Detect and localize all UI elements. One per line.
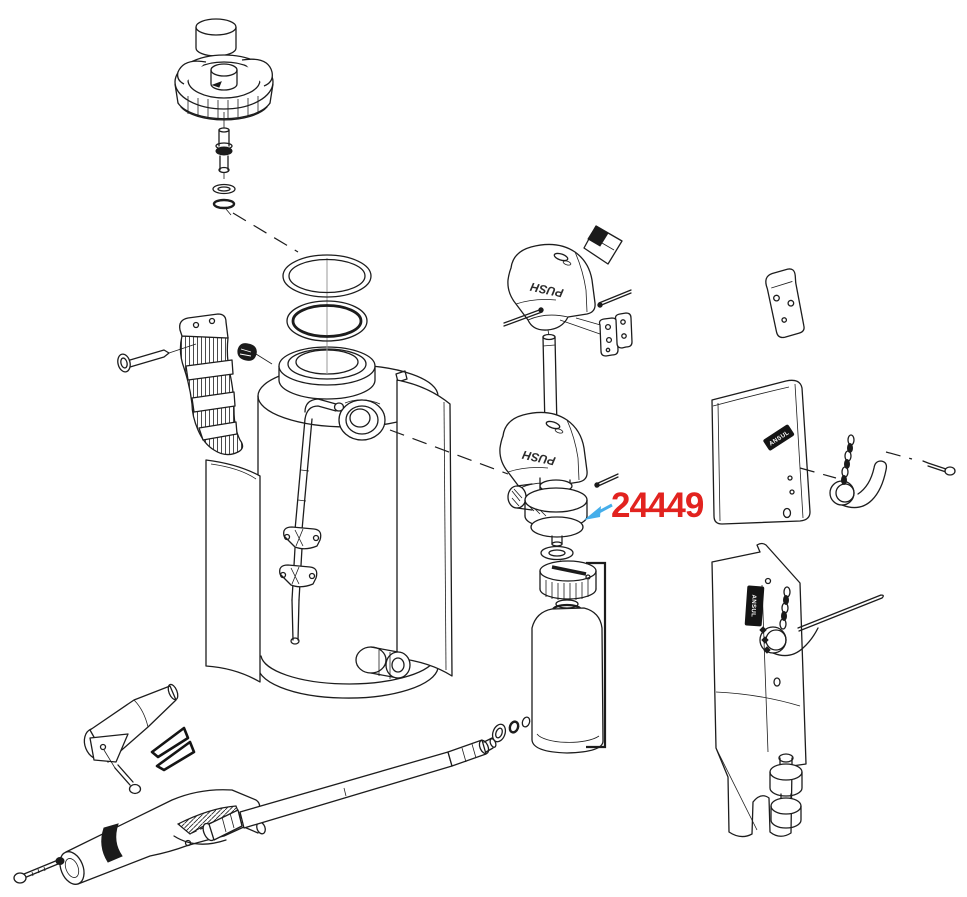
pump-cylinder <box>531 599 604 754</box>
handle-pin-right <box>597 289 632 308</box>
lid-gaskets <box>282 254 372 374</box>
push-label-upper: PUSH <box>529 280 565 301</box>
brand-band-upper <box>763 424 795 451</box>
lower-bracket-panel: ANSUL <box>711 542 807 838</box>
wrap-panel-left <box>205 459 261 683</box>
mounting-screw-right <box>922 460 956 476</box>
tank-side-port <box>338 399 386 441</box>
brand-band-lower <box>744 585 765 627</box>
nozzle <box>83 683 179 763</box>
alignment-dash-cap <box>232 212 299 253</box>
tank-outlet-fitting <box>355 646 411 679</box>
push-label-lower: PUSH <box>521 448 557 469</box>
alignment-dash-port <box>389 429 509 475</box>
wedge-clip <box>583 225 623 265</box>
wand-seals <box>491 716 531 743</box>
part-callout: 24449 <box>584 486 705 525</box>
tube-clamp-lower <box>279 564 318 588</box>
cap-plug <box>195 18 237 57</box>
pump-handle-upper: PUSH <box>507 243 596 331</box>
alignment-dash-hook <box>799 451 913 479</box>
handle-band <box>101 823 123 863</box>
trigger-handle <box>59 789 266 885</box>
brand-label-lower: ANSUL <box>750 594 757 617</box>
spray-wand <box>202 737 497 842</box>
roller-clamp <box>769 753 803 829</box>
callout-arrow-icon <box>584 506 601 520</box>
hinge-bracket <box>559 312 633 357</box>
front-screw <box>13 857 65 884</box>
alignment-dash-wand <box>191 827 204 834</box>
nozzle-clips <box>150 726 196 772</box>
spring-hook-chain-upper <box>829 434 888 509</box>
strap-clip <box>237 343 273 365</box>
upper-bracket-panel: ANSUL <box>711 379 811 525</box>
cylinder-nut <box>539 559 597 600</box>
handle-pin-left <box>503 307 544 327</box>
valve-stem <box>215 112 233 179</box>
filler-cap <box>174 54 274 121</box>
retainer-pin <box>797 594 884 632</box>
wrap-panel-right <box>396 379 453 677</box>
bracket-plate-top <box>765 268 805 339</box>
stem-o-rings <box>212 183 236 216</box>
nozzle-pin <box>103 749 142 795</box>
seal-washer <box>540 545 574 561</box>
tube-clamp-upper <box>283 526 322 550</box>
spring-hook-chain-lower <box>759 586 884 657</box>
tank-handle-strap <box>179 313 244 456</box>
head-pin <box>594 473 619 488</box>
pump-head-assembly <box>507 477 588 547</box>
part-number-label[interactable]: 24449 <box>611 486 705 525</box>
dip-tube <box>290 398 345 645</box>
group-bracket <box>586 561 607 749</box>
